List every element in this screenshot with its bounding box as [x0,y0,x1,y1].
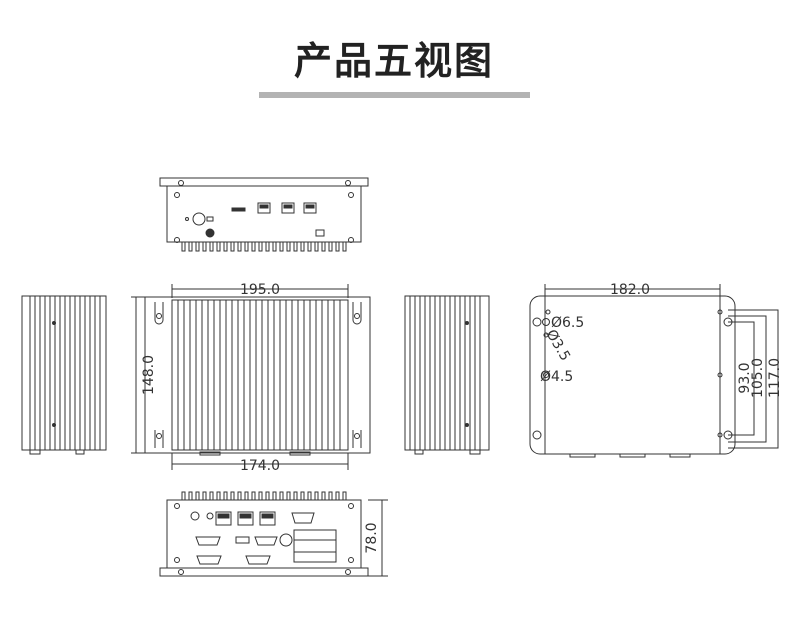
right-side-view [404,295,490,455]
heatsink-fin [293,241,298,252]
com-port-icon [195,536,221,546]
heatsink-fin [188,241,193,252]
lan-port-icon [215,511,232,526]
dim-hole-small: Ø4.5 [540,369,573,385]
heatsink-fin [195,491,200,501]
heatsink-fin [300,491,305,501]
heatsink-fin [195,241,200,252]
heatsink-fin [237,491,242,501]
antenna-connector-icon [205,228,215,238]
vga-port-icon [291,512,315,524]
heatsink-fin [314,241,319,252]
dim-mount-117: 117.0 [767,358,783,398]
heatsink-fin [202,241,207,252]
heatsink-fin [181,491,186,501]
heatsink-fin [230,491,235,501]
heatsink-fin [293,491,298,501]
heatsink-fin [181,241,186,252]
heatsink-fin [202,491,207,501]
heatsink-fin [321,241,326,252]
heatsink-fin [209,241,214,252]
heatsink-fin [342,241,347,252]
top-io-view [159,177,369,252]
heatsink-fin [230,241,235,252]
dim-rear-height: 78.0 [364,522,380,553]
hdmi-port-icon [235,536,250,544]
heatsink-fin [279,241,284,252]
bottom-plate-view [529,284,779,458]
dim-mount-93: 93.0 [737,362,753,393]
heatsink-fin [223,241,228,252]
lan-port-icon [259,511,276,526]
heatsink-fin [265,491,270,501]
usb-port-icon [257,202,271,214]
heatsink-fin [300,241,305,252]
heatsink-fin [342,491,347,501]
power-button-icon [192,212,206,226]
dim-front-height: 148.0 [141,355,157,395]
heatsink-fin [216,241,221,252]
heatsink-fin [251,491,256,501]
com-port-icon [245,555,271,565]
left-side-view [21,295,107,455]
heatsink-fin [272,241,277,252]
heatsink-fin [244,241,249,252]
heatsink-fin [216,491,221,501]
heatsink-fin [237,241,242,252]
heatsink-fin [188,491,193,501]
dim-hole-slot: Ø3.5 [543,327,574,364]
heatsink-fin [244,491,249,501]
rear-io-view [159,491,388,577]
heatsink-fin [328,491,333,501]
heatsink-fin [328,241,333,252]
heatsink-fin [286,241,291,252]
dim-hole-large: Ø6.5 [551,315,584,331]
dim-mount-105: 105.0 [750,358,766,398]
front-view [131,284,371,470]
heatsink-fin [223,491,228,501]
heatsink-fin [307,241,312,252]
usb-port-icon [281,202,295,214]
title-underline [259,92,530,98]
heatsink-fin [272,491,277,501]
page-title: 产品五视图 [293,39,494,83]
heatsink-fin [209,491,214,501]
heatsink-fin [258,241,263,252]
heatsink-fin [265,241,270,252]
heatsink-fin [279,491,284,501]
dim-front-width-bottom: 174.0 [240,458,280,474]
dim-front-width-top: 195.0 [240,282,280,298]
heatsink-fin [286,491,291,501]
usb-port-icon [303,202,317,214]
led-icon [206,512,214,520]
sd-slot-icon [231,207,246,212]
reset-switch-icon [315,229,325,237]
com-port-icon [254,536,278,546]
heatsink-fin [314,491,319,501]
power-connector-icon [279,533,293,547]
dim-side-width: 182.0 [610,282,650,298]
terminal-block-icon [293,529,337,563]
com-port-icon [196,555,222,565]
heatsink-fin [321,491,326,501]
heatsink-fin [258,491,263,501]
lan-port-icon [237,511,254,526]
power-led-icon [185,217,189,221]
heatsink-fin [335,241,340,252]
dc-in-icon [190,511,200,521]
heatsink-fin [307,491,312,501]
heatsink-fin [335,491,340,501]
heatsink-fin [251,241,256,252]
audio-jack-icon [206,216,214,222]
